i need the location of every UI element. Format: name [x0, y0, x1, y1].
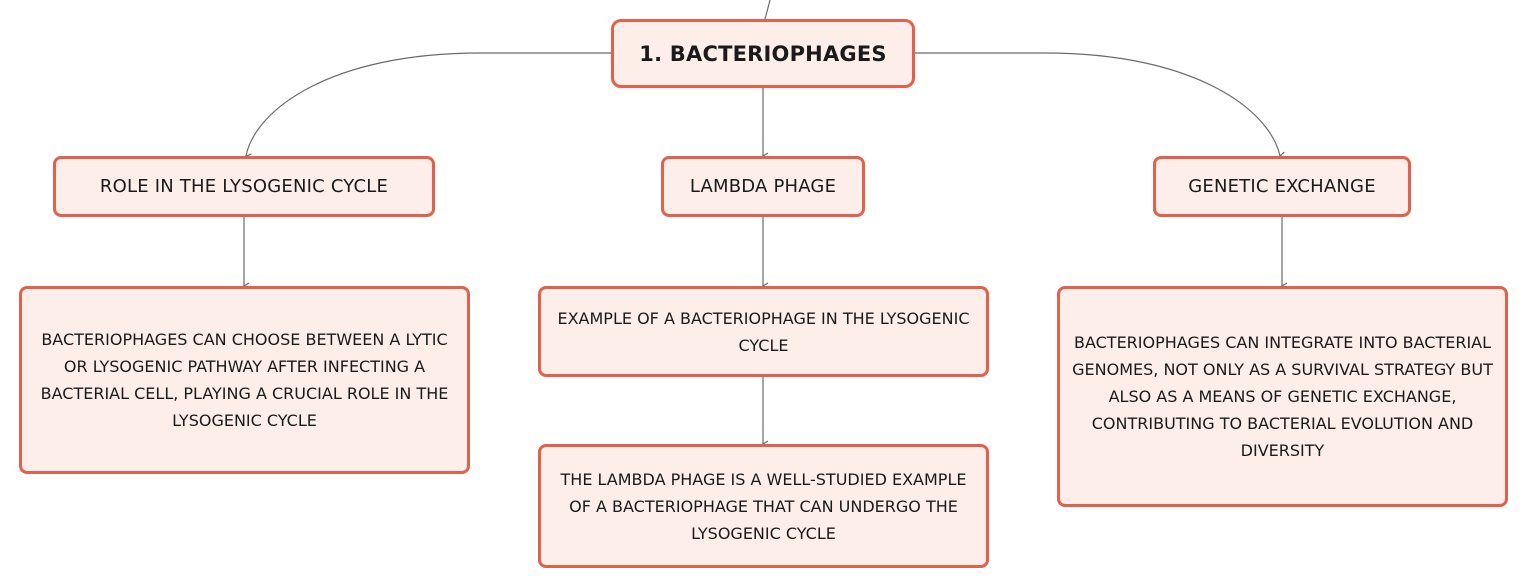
leaf-text-line: EXAMPLE OF A BACTERIOPHAGE IN THE LYSOGE…: [557, 308, 970, 328]
leaf-text-line: OR LYSOGENIC PATHWAY AFTER INFECTING A: [63, 357, 426, 376]
leaf-node-lysogenic-choice[interactable]: BACTERIOPHAGES CAN CHOOSE BETWEEN A LYTI…: [19, 286, 470, 474]
connector-root-to-role-in-lysogenic-cycle: [244, 52, 611, 161]
leaf-text-line: CONTRIBUTING TO BACTERIAL EVOLUTION AND: [1091, 414, 1474, 433]
leaf-node-lambda-example[interactable]: EXAMPLE OF A BACTERIOPHAGE IN THE LYSOGE…: [538, 286, 989, 377]
leaf-text-line: LYSOGENIC CYCLE: [691, 523, 836, 543]
leaf-text-line: BACTERIOPHAGES CAN CHOOSE BETWEEN A LYTI…: [41, 330, 448, 349]
leaf-node-genetic-exchange-description[interactable]: BACTERIOPHAGES CAN INTEGRATE INTO BACTER…: [1057, 286, 1508, 507]
connector-parent-to-root: [764, 0, 771, 20]
branch-node-label: GENETIC EXCHANGE: [1188, 176, 1376, 197]
leaf-text-line: DIVERSITY: [1240, 441, 1325, 460]
leaf-text-line: BACTERIAL CELL, PLAYING A CRUCIAL ROLE I…: [40, 384, 449, 403]
leaf-text-line: LYSOGENIC CYCLE: [172, 411, 317, 430]
leaf-node-text: THE LAMBDA PHAGE IS A WELL-STUDIED EXAMP…: [561, 466, 967, 547]
connector-root-to-genetic-exchange: [915, 52, 1286, 159]
leaf-text-line: GENOMES, NOT ONLY AS A SURVIVAL STRATEGY…: [1072, 360, 1493, 379]
leaf-text-line: CYCLE: [738, 335, 789, 355]
leaf-text-line: OF A BACTERIOPHAGE THAT CAN UNDERGO THE: [569, 496, 958, 516]
leaf-node-text: BACTERIOPHAGES CAN CHOOSE BETWEEN A LYTI…: [41, 326, 449, 434]
branch-node-label: ROLE IN THE LYSOGENIC CYCLE: [99, 176, 389, 197]
leaf-node-lambda-description[interactable]: THE LAMBDA PHAGE IS A WELL-STUDIED EXAMP…: [538, 444, 989, 568]
leaf-text-line: BACTERIOPHAGES CAN INTEGRATE INTO BACTER…: [1073, 333, 1492, 352]
branch-node-genetic-exchange[interactable]: GENETIC EXCHANGE: [1153, 156, 1411, 217]
leaf-text-line: ALSO AS A MEANS OF GENETIC EXCHANGE,: [1108, 387, 1457, 406]
leaf-text-line: THE LAMBDA PHAGE IS A WELL-STUDIED EXAMP…: [560, 469, 967, 489]
root-node-bacteriophages[interactable]: 1. BACTERIOPHAGES: [611, 19, 915, 88]
root-node-label: 1. BACTERIOPHAGES: [639, 41, 887, 66]
branch-node-role-in-lysogenic-cycle[interactable]: ROLE IN THE LYSOGENIC CYCLE: [53, 156, 435, 217]
leaf-node-text: BACTERIOPHAGES CAN INTEGRATE INTO BACTER…: [1072, 329, 1493, 464]
leaf-node-text: EXAMPLE OF A BACTERIOPHAGE IN THE LYSOGE…: [557, 305, 969, 359]
branch-node-lambda-phage[interactable]: LAMBDA PHAGE: [661, 156, 865, 217]
branch-node-label: LAMBDA PHAGE: [689, 176, 837, 197]
